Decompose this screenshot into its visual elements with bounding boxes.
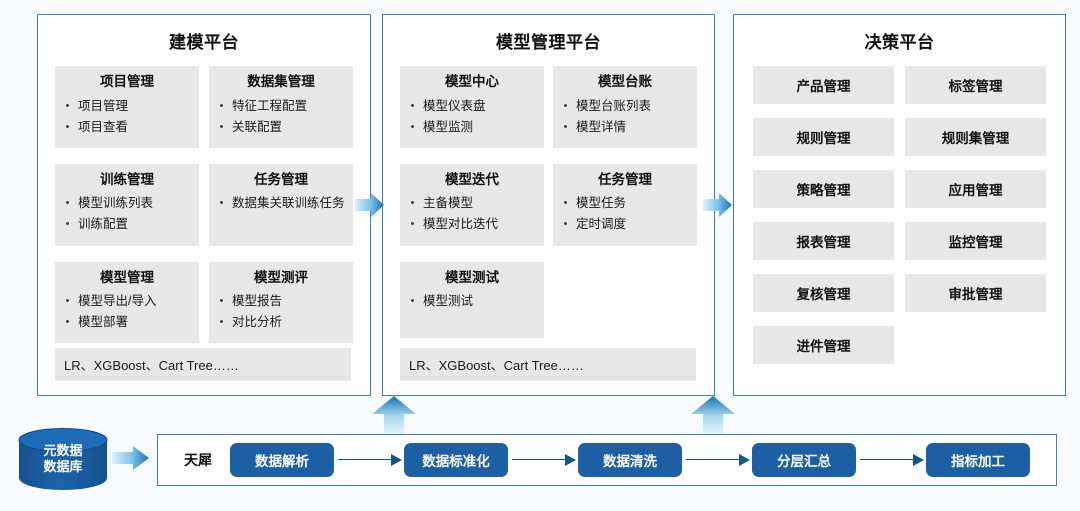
tile-approval-management[interactable]: 审批管理 — [905, 274, 1046, 312]
card-item[interactable]: 项目查看 — [61, 118, 193, 136]
data-pipeline-bar: 天犀 数据解析 数据标准化 数据清洗 分层汇总 指标加工 — [157, 434, 1057, 486]
panel-title-decision: 决策平台 — [864, 33, 935, 52]
card-item[interactable]: 对比分析 — [215, 313, 347, 331]
card-item-list: 模型测试 — [406, 292, 538, 310]
card-item[interactable]: 模型报告 — [215, 292, 347, 310]
card-item-list: 模型台账列表 模型详情 — [559, 97, 691, 136]
card-title: 模型台账 — [598, 74, 652, 89]
card-title: 项目管理 — [100, 74, 154, 89]
card-task-management[interactable]: 任务管理 数据集关联训练任务 — [209, 163, 353, 246]
card-model-evaluation[interactable]: 模型测评 模型报告 对比分析 — [209, 261, 353, 344]
card-model-ledger[interactable]: 模型台账 模型台账列表 模型详情 — [553, 66, 697, 148]
card-item[interactable]: 模型详情 — [559, 118, 691, 136]
tile-intake-management[interactable]: 进件管理 — [753, 326, 894, 364]
pipeline-connector-arrow-icon — [858, 454, 924, 466]
card-item[interactable]: 项目管理 — [61, 97, 193, 115]
card-item[interactable]: 模型仪表盘 — [406, 97, 538, 115]
card-model-test[interactable]: 模型测试 模型测试 — [400, 261, 544, 338]
card-item[interactable]: 模型导出/导入 — [61, 292, 193, 310]
card-item-list: 模型仪表盘 模型监测 — [406, 97, 538, 136]
algorithms-strip-model-management: LR、XGBoost、Cart Tree…… — [400, 348, 696, 381]
database-cylinder-icon — [17, 428, 109, 490]
card-item[interactable]: 特征工程配置 — [215, 97, 347, 115]
tile-strategy-management[interactable]: 策略管理 — [753, 170, 894, 208]
card-project-management[interactable]: 项目管理 项目管理 项目查看 — [55, 66, 199, 148]
card-grid-model-management: 模型中心 模型仪表盘 模型监测 模型台账 模型台账列表 模型详情 模型迭代 主备… — [383, 66, 714, 354]
right-arrow-icon-management-to-decision — [703, 190, 733, 220]
pipeline-step-metric-processing[interactable]: 指标加工 — [926, 443, 1030, 477]
card-item-list: 主备模型 模型对比迭代 — [406, 194, 538, 233]
card-title: 训练管理 — [100, 171, 154, 187]
card-dataset-management[interactable]: 数据集管理 特征工程配置 关联配置 — [209, 66, 353, 148]
tile-ruleset-management[interactable]: 规则集管理 — [905, 118, 1046, 156]
card-model-management[interactable]: 模型管理 模型导出/导入 模型部署 — [55, 261, 199, 344]
pipeline-step-data-parsing[interactable]: 数据解析 — [230, 443, 334, 477]
card-model-center[interactable]: 模型中心 模型仪表盘 模型监测 — [400, 66, 544, 148]
card-item[interactable]: 训练配置 — [61, 215, 193, 233]
card-item[interactable]: 模型测试 — [406, 292, 538, 310]
tile-application-management[interactable]: 应用管理 — [905, 170, 1046, 208]
card-title: 模型测评 — [254, 269, 308, 285]
tile-product-management[interactable]: 产品管理 — [753, 66, 894, 104]
card-title: 任务管理 — [598, 171, 652, 187]
pipeline-step-data-standardization[interactable]: 数据标准化 — [404, 443, 508, 477]
pipeline-connector-arrow-icon — [510, 454, 576, 466]
card-item-list: 模型任务 定时调度 — [559, 194, 691, 233]
tile-monitoring-management[interactable]: 监控管理 — [905, 222, 1046, 260]
card-title: 模型测试 — [445, 269, 499, 285]
pipeline-connector-arrow-icon — [684, 454, 750, 466]
panel-model-management-platform: 模型管理平台 模型中心 模型仪表盘 模型监测 模型台账 模型台账列表 模型详情 … — [382, 14, 715, 396]
card-item-list: 模型报告 对比分析 — [215, 292, 347, 331]
tile-placeholder — [905, 326, 1046, 364]
pipeline-steps: 数据解析 数据标准化 数据清洗 分层汇总 指标加工 — [230, 443, 1056, 477]
panel-title-modeling: 建模平台 — [169, 33, 239, 52]
up-arrow-icon-pipeline-to-management — [690, 396, 736, 436]
panel-decision-platform: 决策平台 产品管理 标签管理 规则管理 规则集管理 策略管理 应用管理 报表管理… — [733, 14, 1066, 396]
card-training-management[interactable]: 训练管理 模型训练列表 训练配置 — [55, 163, 199, 246]
card-item[interactable]: 定时调度 — [559, 215, 691, 233]
pipeline-connector-arrow-icon — [336, 454, 402, 466]
up-arrow-icon-pipeline-to-modeling — [371, 396, 417, 436]
card-model-iteration[interactable]: 模型迭代 主备模型 模型对比迭代 — [400, 163, 544, 246]
card-item[interactable]: 模型监测 — [406, 118, 538, 136]
panel-title-model-management: 模型管理平台 — [496, 33, 601, 52]
card-title: 任务管理 — [254, 171, 308, 187]
tile-label-management[interactable]: 标签管理 — [905, 66, 1046, 104]
card-title: 模型管理 — [100, 269, 154, 285]
card-item[interactable]: 关联配置 — [215, 118, 347, 136]
card-task-management[interactable]: 任务管理 模型任务 定时调度 — [553, 163, 697, 246]
tile-rule-management[interactable]: 规则管理 — [753, 118, 894, 156]
tile-grid-decision: 产品管理 标签管理 规则管理 规则集管理 策略管理 应用管理 报表管理 监控管理… — [734, 66, 1065, 378]
card-item-list: 特征工程配置 关联配置 — [215, 97, 347, 136]
right-arrow-icon-modeling-to-management — [355, 190, 385, 220]
card-item[interactable]: 模型任务 — [559, 194, 691, 212]
card-title: 模型迭代 — [445, 171, 499, 187]
pipeline-step-layered-aggregation[interactable]: 分层汇总 — [752, 443, 856, 477]
card-title: 模型中心 — [445, 74, 499, 89]
card-item[interactable]: 模型台账列表 — [559, 97, 691, 115]
card-item[interactable]: 数据集关联训练任务 — [215, 194, 347, 212]
pipeline-step-data-cleaning[interactable]: 数据清洗 — [578, 443, 682, 477]
pipeline-name-label: 天犀 — [184, 452, 212, 468]
card-item-list: 数据集关联训练任务 — [215, 194, 347, 212]
card-item[interactable]: 主备模型 — [406, 194, 538, 212]
panel-modeling-platform: 建模平台 项目管理 项目管理 项目查看 数据集管理 特征工程配置 关联配置 训练… — [37, 14, 371, 396]
card-item-list: 模型导出/导入 模型部署 — [61, 292, 193, 331]
card-grid-modeling: 项目管理 项目管理 项目查看 数据集管理 特征工程配置 关联配置 训练管理 模型… — [38, 66, 370, 359]
card-item[interactable]: 模型对比迭代 — [406, 215, 538, 233]
card-item-list: 项目管理 项目查看 — [61, 97, 193, 136]
algorithms-strip-modeling: LR、XGBoost、Cart Tree…… — [55, 348, 351, 381]
card-placeholder — [553, 262, 697, 338]
card-item-list: 模型训练列表 训练配置 — [61, 194, 193, 233]
tile-review-management[interactable]: 复核管理 — [753, 274, 894, 312]
card-title: 数据集管理 — [247, 74, 315, 89]
card-item[interactable]: 模型训练列表 — [61, 194, 193, 212]
card-item[interactable]: 模型部署 — [61, 313, 193, 331]
right-arrow-icon-db-to-pipeline — [112, 443, 150, 473]
tile-report-management[interactable]: 报表管理 — [753, 222, 894, 260]
